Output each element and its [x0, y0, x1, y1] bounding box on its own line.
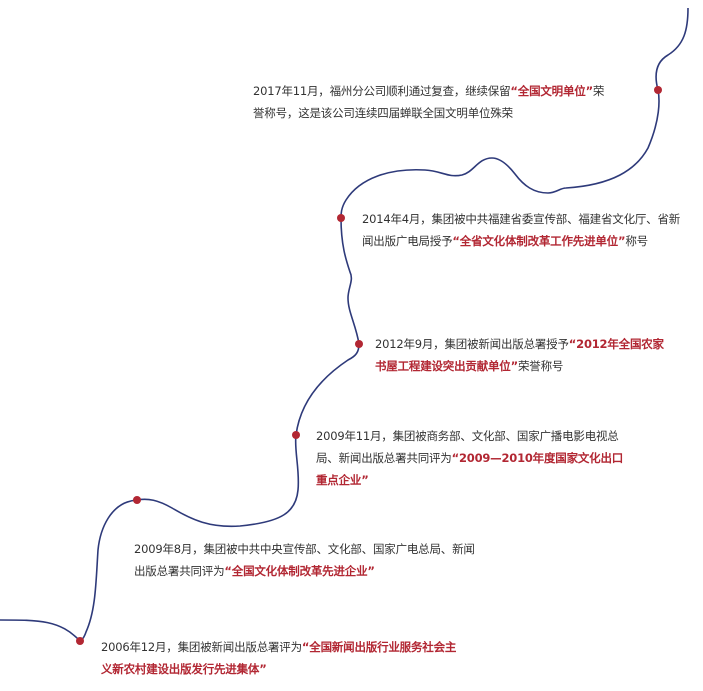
entry-line: 2017年11月，福州分公司顺利通过复查，继续保留“全国文明单位”荣 [253, 80, 653, 102]
entry-line: 2014年4月，集团被中共福建省委宣传部、福建省文化厅、省新 [362, 208, 703, 230]
entry-highlight: “2009—2010年度国家文化出口 [451, 451, 624, 465]
timeline-curve [0, 7, 689, 642]
entry-text: 闻出版广电局授予 [362, 234, 453, 248]
entry-text: 荣 [592, 84, 605, 98]
entry-highlight: 书屋工程建设突出贡献单位” [375, 359, 518, 373]
entry-line: 2012年9月，集团被新闻出版总署授予“2012年全国农家 [375, 333, 695, 355]
entry-text: 2006年12月，集团被新闻出版总署评为 [101, 640, 302, 654]
entry-text: 荣誉称号 [517, 359, 564, 373]
entry-line: 义新农村建设出版发行先进集体” [101, 658, 501, 680]
entry-highlight: 义新农村建设出版发行先进集体” [101, 662, 267, 676]
entry-text: 称号 [625, 234, 648, 248]
entry-text: 2014年4月，集团被中共福建省委宣传部、福建省文化厅、省新 [362, 212, 681, 226]
entry-line: 出版总署共同评为“全国文化体制改革先进企业” [134, 560, 514, 582]
entry-highlight: “2012年全国农家 [568, 337, 664, 351]
entry-highlight: “全国新闻出版行业服务社会主 [301, 640, 457, 654]
timeline-dot-2009-11 [292, 431, 300, 439]
timeline-dot-2006 [76, 637, 84, 645]
entry-highlight: “全国文化体制改革先进企业” [224, 564, 375, 578]
entry-line: 2006年12月，集团被新闻出版总署评为“全国新闻出版行业服务社会主 [101, 636, 501, 658]
entry-highlight: “全国文明单位” [510, 84, 593, 98]
timeline-entry-2009-08: 2009年8月，集团被中共中央宣传部、文化部、国家广电总局、新闻 出版总署共同评… [134, 538, 514, 582]
timeline-entry-2009-11: 2009年11月，集团被商务部、文化部、国家广播电影电视总 局、新闻出版总署共同… [316, 425, 676, 491]
entry-text: 2009年8月，集团被中共中央宣传部、文化部、国家广电总局、新闻 [134, 542, 475, 556]
entry-highlight: “全省文化体制改革工作先进单位” [452, 234, 626, 248]
entry-line: 书屋工程建设突出贡献单位”荣誉称号 [375, 355, 695, 377]
timeline-dot-2017 [654, 86, 662, 94]
timeline-dot-2012 [355, 340, 363, 348]
timeline-dot-2014 [337, 214, 345, 222]
entry-text: 出版总署共同评为 [134, 564, 225, 578]
entry-line: 闻出版广电局授予“全省文化体制改革工作先进单位”称号 [362, 230, 703, 252]
timeline-dot-2009-08 [133, 496, 141, 504]
entry-text: 2017年11月，福州分公司顺利通过复查，继续保留 [253, 84, 511, 98]
timeline-entry-2014: 2014年4月，集团被中共福建省委宣传部、福建省文化厅、省新 闻出版广电局授予“… [362, 208, 703, 252]
entry-line: 誉称号，这是该公司连续四届蝉联全国文明单位殊荣 [253, 102, 653, 124]
entry-line: 局、新闻出版总署共同评为“2009—2010年度国家文化出口 [316, 447, 676, 469]
entry-highlight: 重点企业” [316, 473, 369, 487]
timeline-entry-2012: 2012年9月，集团被新闻出版总署授予“2012年全国农家 书屋工程建设突出贡献… [375, 333, 695, 377]
timeline-entry-2006: 2006年12月，集团被新闻出版总署评为“全国新闻出版行业服务社会主 义新农村建… [101, 636, 501, 680]
entry-text: 局、新闻出版总署共同评为 [316, 451, 452, 465]
timeline-entry-2017: 2017年11月，福州分公司顺利通过复查，继续保留“全国文明单位”荣 誉称号，这… [253, 80, 653, 124]
entry-line: 重点企业” [316, 469, 676, 491]
entry-line: 2009年8月，集团被中共中央宣传部、文化部、国家广电总局、新闻 [134, 538, 514, 560]
entry-text: 2009年11月，集团被商务部、文化部、国家广播电影电视总 [316, 429, 619, 443]
entry-line: 2009年11月，集团被商务部、文化部、国家广播电影电视总 [316, 425, 676, 447]
entry-text: 誉称号，这是该公司连续四届蝉联全国文明单位殊荣 [253, 106, 513, 120]
entry-text: 2012年9月，集团被新闻出版总署授予 [375, 337, 569, 351]
